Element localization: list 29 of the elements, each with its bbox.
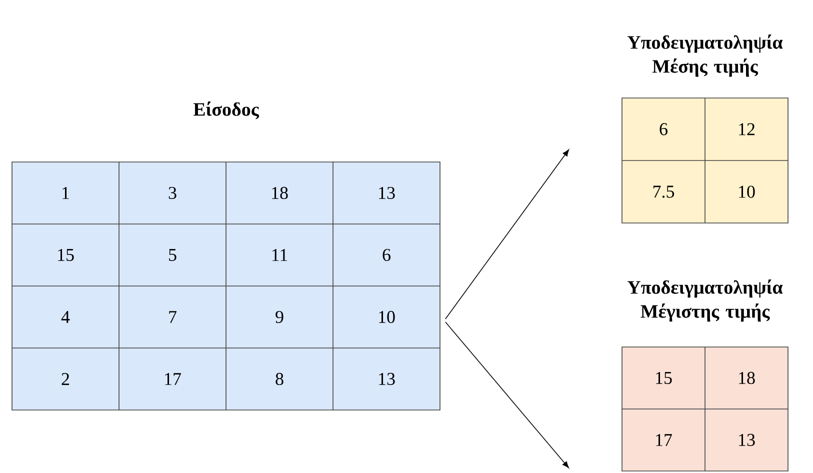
cell-value: 18: [272, 186, 288, 200]
cell-value: 9: [276, 310, 284, 324]
cell-value: 13: [739, 434, 755, 446]
cell-value: 13: [379, 186, 395, 200]
cell-value: 18: [739, 372, 755, 384]
cell-value: 3: [168, 186, 176, 200]
arrow: [445, 149, 570, 320]
cell-value: 5: [169, 249, 176, 261]
cell-value: 17: [165, 373, 181, 385]
table-heading: Είσοδος: [193, 102, 260, 120]
cell-value: 12: [739, 123, 755, 136]
cell-value: 7: [169, 311, 176, 323]
cell-value: 11: [272, 249, 288, 261]
cell-value: 10: [379, 310, 395, 324]
table-heading: Υποδειγματοληψία Μέγιστης τιμής: [627, 280, 783, 322]
table-heading: Υποδειγματοληψία Μέσης τιμής: [627, 34, 783, 77]
cell-value: 15: [656, 372, 672, 384]
cell-value: 10: [739, 186, 755, 198]
cell-value: 4: [61, 311, 70, 323]
cell-value: 13: [379, 372, 395, 386]
cell-value: 15: [58, 248, 74, 262]
arrow: [445, 322, 569, 468]
cell-value: 6: [660, 123, 668, 136]
cell-value: 8: [276, 372, 284, 386]
cell-value: 6: [382, 248, 390, 262]
cell-value: 1: [62, 187, 69, 199]
cell-value: 17: [656, 434, 672, 446]
cell-value: 2: [62, 373, 70, 385]
cell-value: 7.5: [653, 186, 674, 198]
